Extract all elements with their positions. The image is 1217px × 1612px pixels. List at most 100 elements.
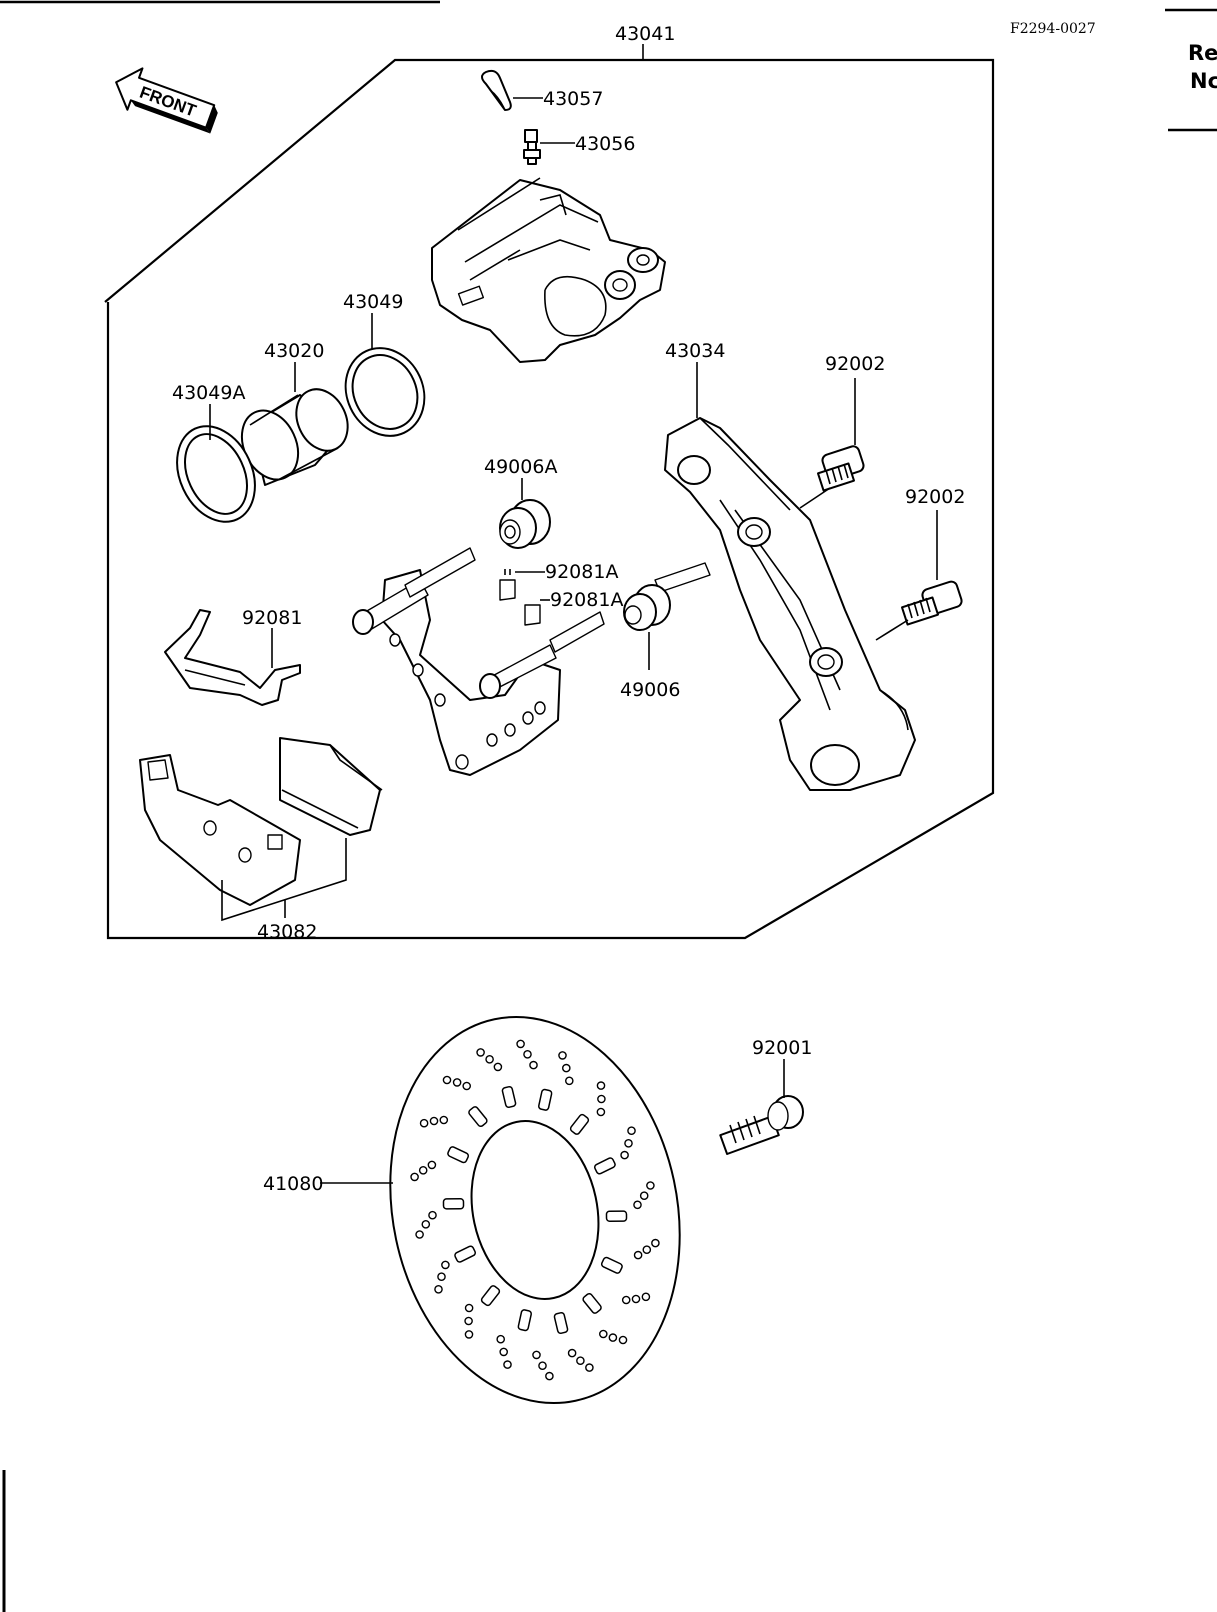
disc-hole (415, 1230, 424, 1239)
disc-hole (421, 1220, 431, 1229)
disc-hole (651, 1238, 660, 1248)
disc-hole (642, 1245, 652, 1254)
disc-slot (600, 1256, 623, 1274)
callout-43056: 43056 (575, 133, 635, 155)
callout-92002-lower: 92002 (905, 486, 965, 508)
pad-holder-part (352, 547, 605, 776)
disc-hole (633, 1200, 642, 1210)
leader-43082 (221, 838, 347, 922)
disc-slot (480, 1285, 501, 1307)
pad-spring-clip-lower-part (524, 604, 541, 626)
disc-hole (631, 1294, 641, 1304)
bracket-bolt-lower-part (901, 580, 963, 626)
disc-hole (442, 1075, 452, 1085)
callout-92081A-lower: 92081A (550, 589, 623, 611)
piston-seal-part (344, 347, 426, 437)
disc-slot (553, 1311, 569, 1335)
disc-slot (454, 1245, 477, 1263)
brake-pad-inner-part (139, 754, 301, 906)
disc-hole (633, 1250, 643, 1260)
disc-hole (410, 1172, 419, 1182)
disc-slot (582, 1292, 602, 1314)
disc-slot (442, 1197, 465, 1210)
disc-hole (529, 1060, 538, 1070)
side-text-line2: Nc (1190, 69, 1217, 93)
disc-hole (452, 1078, 462, 1087)
disc-slot (501, 1085, 517, 1109)
disc-vent-holes (410, 1039, 660, 1381)
callout-49006: 49006 (620, 679, 680, 701)
disc-hole (599, 1329, 608, 1339)
disc-hole (624, 1139, 633, 1148)
disc-hole (503, 1360, 512, 1369)
disc-hole (493, 1062, 503, 1072)
disc-hole (476, 1048, 485, 1057)
disc-hole (464, 1316, 473, 1326)
disc-slot (447, 1146, 470, 1164)
bleeder-cap-part (481, 69, 512, 111)
disc-hole (441, 1260, 450, 1270)
pad-spring-clip-upper-part (499, 569, 516, 601)
pin-boot-lower-part (623, 562, 711, 631)
leader-92002-upper-to-bracket (799, 487, 831, 509)
disc-hole (428, 1210, 437, 1220)
disc-hole (562, 1063, 571, 1073)
disc-hole (538, 1361, 547, 1370)
callout-43082: 43082 (257, 921, 317, 943)
pin-boot-upper-part (499, 499, 551, 549)
disc-slot (569, 1113, 590, 1135)
brake-disc-part (389, 1015, 681, 1405)
disc-hole (545, 1371, 554, 1381)
callout-43057: 43057 (543, 88, 603, 110)
caliper-body-part (431, 177, 666, 363)
disc-hole (437, 1272, 446, 1281)
disc-hole (434, 1285, 443, 1294)
disc-hole (485, 1055, 494, 1064)
front-arrow-icon: FRONT (115, 67, 218, 134)
disc-hole (567, 1348, 577, 1358)
disc-hole (621, 1295, 631, 1305)
callout-92081: 92081 (242, 607, 302, 629)
leader-92002-lower-to-bracket (875, 619, 909, 641)
disc-hole (627, 1126, 636, 1135)
disc-slot (468, 1106, 488, 1128)
callout-43049A: 43049A (172, 382, 245, 404)
callout-43049: 43049 (343, 291, 403, 313)
disc-hole (523, 1050, 532, 1059)
pad-spring-part (164, 609, 301, 706)
disc-hole (646, 1181, 655, 1190)
disc-bolt-part (719, 1095, 804, 1155)
disc-hole (419, 1118, 429, 1128)
piston-part (240, 388, 349, 486)
disc-hole (516, 1039, 525, 1049)
sheet-code: F2294-0027 (1010, 21, 1096, 37)
callout-92001: 92001 (752, 1037, 812, 1059)
disc-hole (429, 1116, 439, 1126)
disc-slot (517, 1309, 532, 1332)
callout-49006A: 49006A (484, 456, 557, 478)
disc-hole (464, 1303, 474, 1313)
caliper-bracket-part (664, 417, 916, 791)
disc-hole (439, 1115, 449, 1125)
callout-43020: 43020 (264, 340, 324, 362)
disc-slot (593, 1157, 616, 1175)
assembly-frame (104, 58, 995, 940)
disc-hole (558, 1051, 567, 1060)
disc-hole (639, 1191, 649, 1200)
disc-hole (418, 1166, 428, 1175)
disc-hole (597, 1094, 606, 1104)
disc-hole (596, 1081, 606, 1090)
disc-hole (620, 1150, 629, 1160)
disc-hole (532, 1350, 541, 1360)
bracket-bolt-upper-part (817, 445, 865, 492)
disc-hole (576, 1356, 585, 1365)
callout-43041: 43041 (615, 23, 675, 45)
disc-slot (605, 1210, 628, 1223)
disc-hole (464, 1330, 474, 1339)
dust-seal-part (176, 425, 256, 523)
disc-hole (596, 1107, 606, 1117)
callout-92081A-upper: 92081A (545, 561, 618, 583)
brake-pad-outer-part (279, 737, 383, 836)
disc-hole (427, 1160, 437, 1170)
callout-43034: 43034 (665, 340, 725, 362)
